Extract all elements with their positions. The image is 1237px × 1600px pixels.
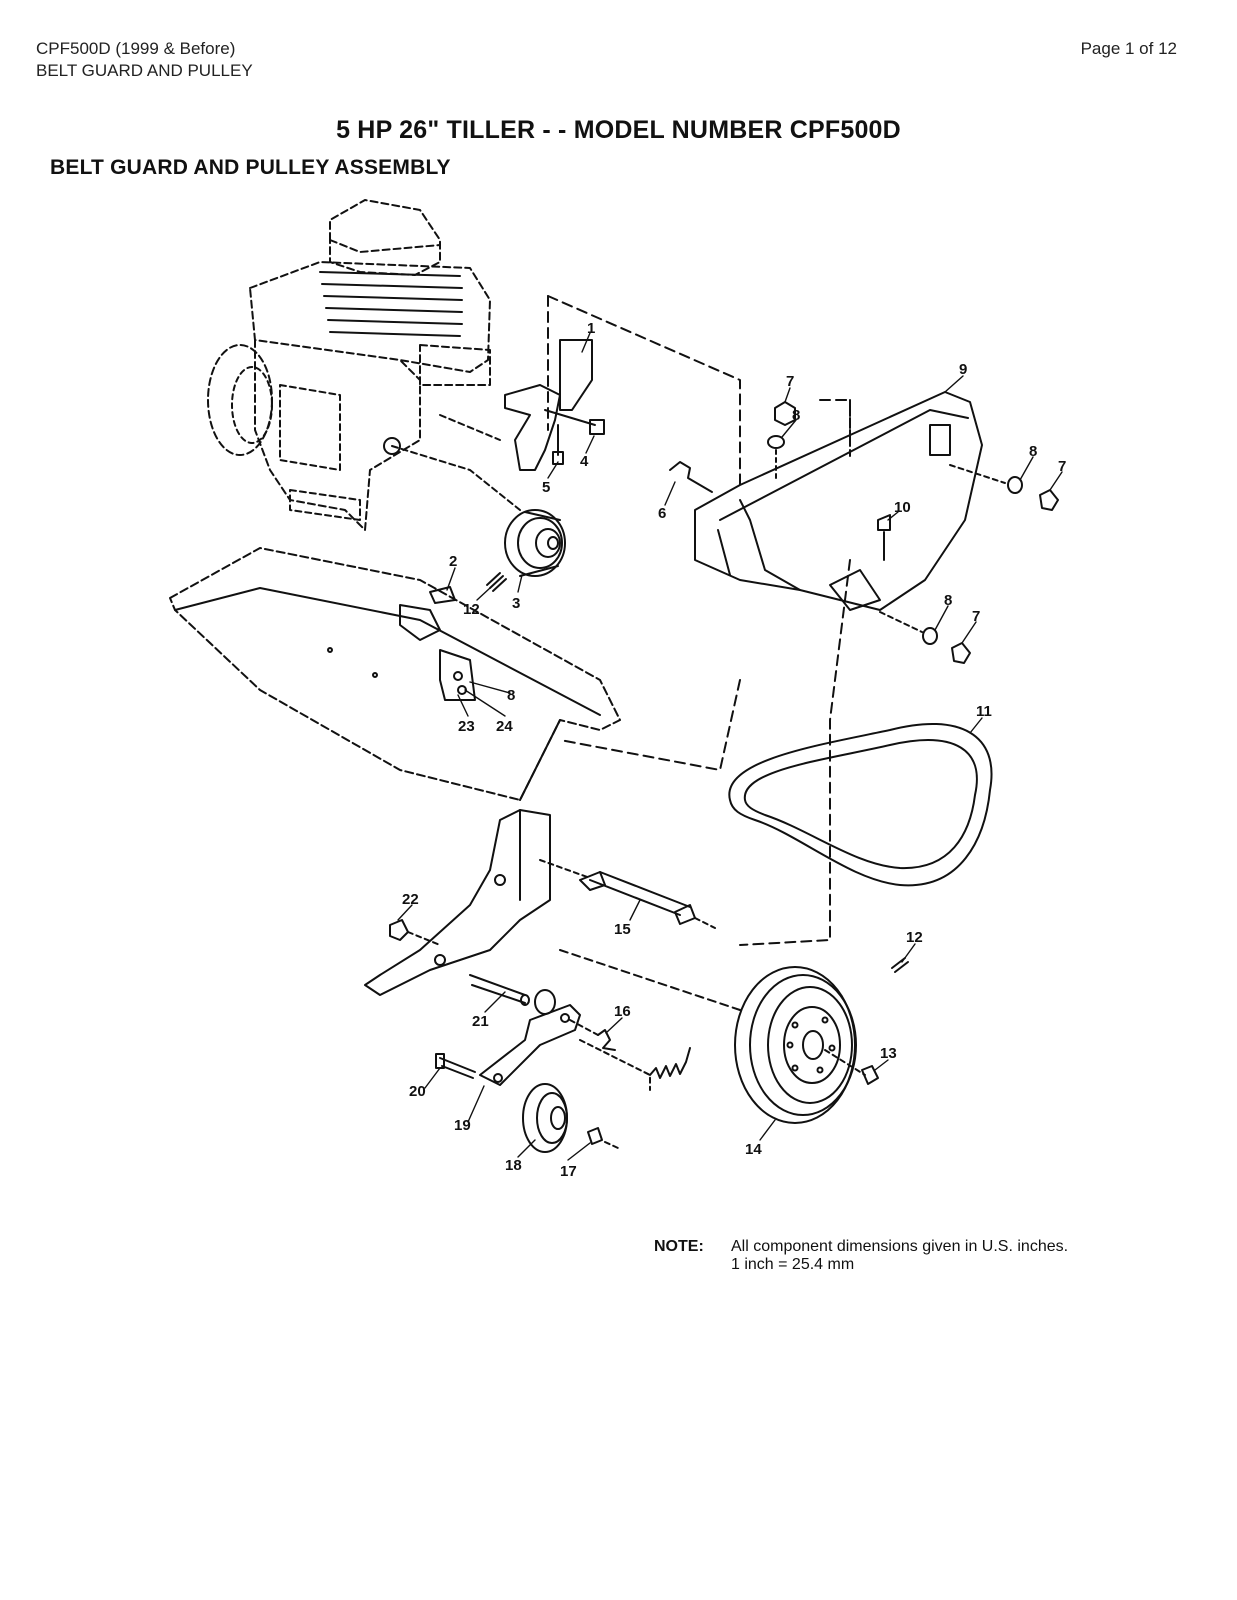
- callout-20: 20: [409, 1083, 426, 1100]
- belt-guard: [694, 391, 983, 611]
- callout-12-lower: 12: [906, 929, 923, 946]
- shoulder-bolt: [439, 1057, 476, 1079]
- note-line-1: All component dimensions given in U.S. i…: [731, 1238, 1069, 1255]
- washer: [922, 627, 938, 645]
- callout-2: 2: [449, 553, 457, 570]
- callout-19: 19: [454, 1117, 471, 1134]
- page-header-left: CPF500D (1999 & Before) BELT GUARD AND P…: [36, 38, 253, 82]
- hairpin-clip: [597, 1029, 616, 1051]
- setscrew: [486, 572, 507, 592]
- v-belt: [728, 722, 993, 887]
- setscrew: [891, 957, 909, 973]
- header-section-line: BELT GUARD AND PULLEY: [36, 61, 253, 80]
- note-label: NOTE:: [654, 1238, 704, 1255]
- callout-10: 10: [894, 499, 911, 516]
- callout-1: 1: [587, 320, 595, 337]
- tine-shield: [169, 547, 621, 801]
- engine-pulley: [504, 509, 566, 577]
- hex-bolt: [861, 1065, 879, 1085]
- callout-22: 22: [402, 891, 419, 908]
- washer: [1007, 476, 1023, 494]
- nut: [1039, 489, 1059, 511]
- diagram-subtitle: BELT GUARD AND PULLEY ASSEMBLY: [50, 156, 451, 179]
- callout-8-right: 8: [1029, 443, 1037, 460]
- note-line-2: 1 inch = 25.4 mm: [731, 1256, 855, 1273]
- page-number: Page 1 of 12: [1080, 39, 1177, 58]
- idler-arm: [479, 1004, 581, 1086]
- callout-5: 5: [542, 479, 550, 496]
- idler-bracket: [364, 809, 551, 996]
- callout-7-top: 7: [786, 373, 794, 390]
- diagram-title: 5 HP 26" TILLER - - MODEL NUMBER CPF500D: [336, 116, 901, 144]
- callout-18: 18: [505, 1157, 522, 1174]
- callout-24: 24: [496, 718, 513, 735]
- callout-6: 6: [658, 505, 666, 522]
- callout-16: 16: [614, 1003, 631, 1020]
- header-model-line: CPF500D (1999 & Before): [36, 39, 236, 58]
- j-bolt: [669, 461, 713, 493]
- callout-8-lower: 8: [944, 592, 952, 609]
- idler-pulley: [522, 1083, 568, 1153]
- phantom-line: [547, 295, 741, 489]
- callout-23: 23: [458, 718, 475, 735]
- carriage-bolt: [877, 514, 891, 561]
- engine-bracket: [504, 339, 605, 471]
- nut: [951, 642, 971, 664]
- callout-11: 11: [976, 703, 992, 720]
- washer: [767, 435, 785, 449]
- spacer-bolt: [469, 974, 526, 1004]
- extension-spring: [649, 1047, 691, 1079]
- callout-12-upper: 12: [463, 601, 480, 618]
- hex-nut: [389, 919, 409, 941]
- drive-pulley: [734, 966, 857, 1124]
- callout-4: 4: [580, 453, 589, 470]
- shaft: [589, 871, 691, 916]
- lock-nut: [587, 1127, 603, 1145]
- callout-8-shield: 8: [507, 687, 515, 704]
- callout-14: 14: [745, 1141, 762, 1158]
- callout-15: 15: [614, 921, 631, 938]
- callout-3: 3: [512, 595, 520, 612]
- parts-exploded-diagram: 1 2 3 4 5 6 7 8 9 8 7 10 8 7 12 8 23 24 …: [169, 199, 1066, 1180]
- callout-13: 13: [880, 1045, 897, 1062]
- callout-8-top: 8: [792, 407, 800, 424]
- callout-9: 9: [959, 361, 967, 378]
- key: [429, 586, 456, 604]
- callout-21: 21: [472, 1013, 489, 1030]
- engine: [207, 199, 521, 531]
- callout-7-lower: 7: [972, 608, 980, 625]
- callout-7-right: 7: [1058, 458, 1066, 475]
- callout-17: 17: [560, 1163, 577, 1180]
